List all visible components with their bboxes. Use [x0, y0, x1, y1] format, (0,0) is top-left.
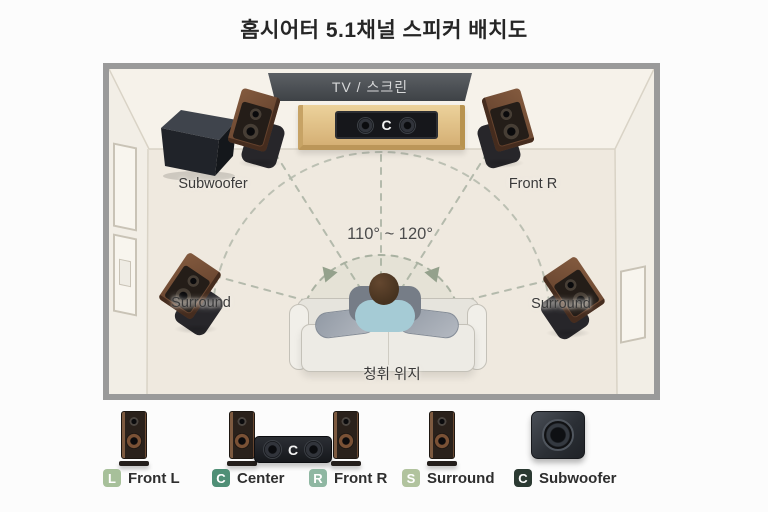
speaker-cone-icon [304, 440, 324, 459]
speaker-cone-icon [247, 106, 263, 122]
legend-item-subwoofer: C Subwoofer [514, 469, 617, 487]
legend-label-surround: Surround [427, 469, 495, 487]
surround-right-label: Surround [531, 296, 591, 312]
speaker-cone-icon [398, 116, 416, 134]
surround-left-label: Surround [171, 295, 231, 311]
legend-item-center: C Center [212, 469, 285, 487]
speaker-cone-icon [357, 116, 375, 134]
room-diagram: TV / 스크린 C [103, 63, 660, 400]
person-head [369, 273, 399, 305]
speaker-cone-icon [240, 121, 261, 141]
sofa [289, 273, 487, 380]
subwoofer-label: Subwoofer [178, 176, 248, 192]
subwoofer-icon [161, 110, 237, 181]
tv-label: TV / 스크린 [331, 79, 409, 95]
legend-badge-front-l: L [103, 469, 121, 487]
legend-badge-subwoofer: C [514, 469, 532, 487]
legend-tower-icon-center-left [227, 411, 257, 469]
center-speaker-letter: C [381, 117, 392, 133]
front-left-speaker [227, 87, 288, 171]
legend-badge-surround: S [402, 469, 420, 487]
legend-tower-icon-front-l [119, 411, 149, 469]
angle-label: 110° ~ 120° [347, 225, 433, 243]
page-title: 홈시어터 5.1채널 스피커 배치도 [240, 19, 528, 42]
front-right-label: Front R [508, 176, 558, 192]
speaker-cone-icon [562, 276, 580, 294]
tv-screen: TV / 스크린 [268, 73, 472, 101]
outer-arc [211, 151, 551, 322]
legend-label-front-l: Front L [128, 469, 180, 487]
listening-position-label: 청휘 위지 [363, 367, 421, 383]
legend-label-front-r: Front R [334, 469, 388, 487]
speaker-cone-icon [262, 440, 282, 459]
speaker-cone-icon [542, 419, 574, 451]
legend-tower-icon-surround [427, 411, 457, 469]
legend-item-surround: S Surround [402, 469, 495, 487]
legend-item-front-l: L Front L [103, 469, 180, 487]
legend-item-front-r: R Front R [309, 469, 387, 487]
legend-tower-icon-front-r [331, 411, 361, 469]
speaker-cone-icon [499, 106, 515, 122]
speaker-cone-icon [501, 121, 522, 141]
legend-subwoofer-icon [531, 411, 585, 459]
legend-badge-front-r: R [309, 469, 327, 487]
center-speaker-panel: C [335, 111, 438, 139]
speaker-cone-icon [184, 272, 202, 290]
person-listener [355, 300, 415, 332]
surround-left-speaker [157, 251, 227, 339]
center-speaker-console: C [298, 105, 465, 150]
legend-center-letter: C [287, 441, 299, 458]
legend-center-bar-icon: C [254, 436, 332, 463]
legend-label-subwoofer: Subwoofer [539, 469, 617, 487]
legend-label-center: Center [237, 469, 285, 487]
legend-badge-center: C [212, 469, 230, 487]
front-right-speaker [474, 87, 535, 171]
